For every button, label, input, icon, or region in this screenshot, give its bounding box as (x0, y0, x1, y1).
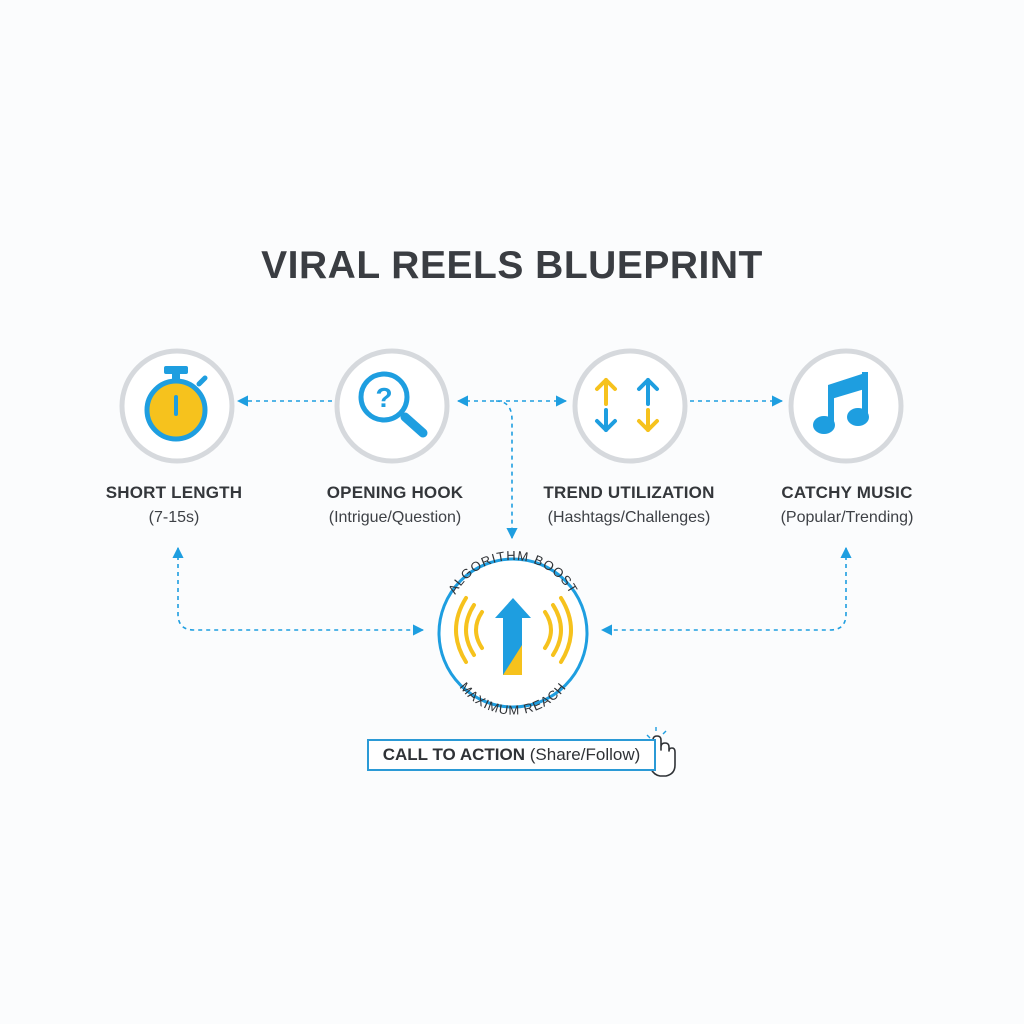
node-opening-hook: ? (334, 348, 450, 464)
node-name: CATCHY MUSIC (781, 483, 913, 502)
music-note-icon (813, 372, 869, 434)
diagram-title: VIRAL REELS BLUEPRINT (261, 244, 763, 287)
node-label-trend-utilization: TREND UTILIZATION (Hashtags/Challenges) (509, 483, 749, 527)
node-label-catchy-music: CATCHY MUSIC (Popular/Trending) (727, 483, 967, 527)
node-name: SHORT LENGTH (105, 483, 243, 502)
magnifier-question-icon: ? (358, 371, 428, 438)
stopwatch-icon (144, 366, 208, 442)
node-sub: (7-15s) (148, 509, 200, 526)
node-trend-utilization (572, 348, 688, 464)
node-label-short-length: SHORT LENGTH (7-15s) (54, 483, 294, 527)
up-down-arrows-icon (595, 378, 659, 432)
boost-arrow-icon (454, 596, 573, 675)
node-sub: (Intrigue/Question) (328, 509, 462, 526)
connector-music-to-hub (600, 546, 852, 636)
node-label-opening-hook: OPENING HOOK (Intrigue/Question) (275, 483, 515, 527)
connector-branch-to-hub (495, 400, 518, 540)
node-sub: (Popular/Trending) (780, 509, 914, 526)
node-short-length (119, 348, 235, 464)
cta-sub-label: (Share/Follow) (529, 745, 641, 764)
svg-text:?: ? (375, 382, 392, 413)
call-to-action-button[interactable]: CALL TO ACTION (Share/Follow) (367, 739, 656, 771)
node-catchy-music (788, 348, 904, 464)
node-name: OPENING HOOK (326, 483, 464, 502)
cta-main-label: CALL TO ACTION (382, 745, 525, 764)
hub-algorithm-boost: ALGORITHM BOOST MAXIMUM REACH (437, 548, 589, 718)
node-name: TREND UTILIZATION (543, 483, 715, 502)
node-sub: (Hashtags/Challenges) (547, 509, 711, 526)
connector-length-to-hub (172, 546, 425, 636)
